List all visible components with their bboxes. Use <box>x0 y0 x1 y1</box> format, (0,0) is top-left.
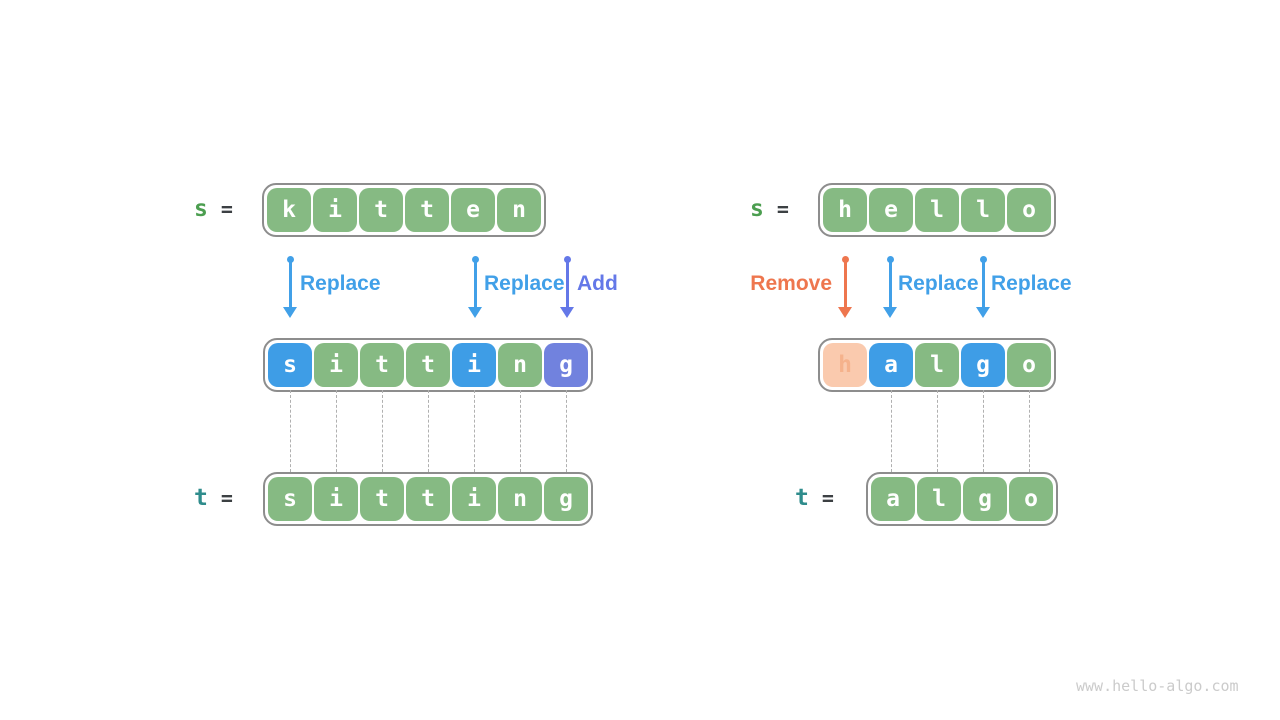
arrow-head <box>883 307 897 318</box>
connector-dash <box>566 390 567 472</box>
watermark-url: www.hello-algo.com <box>1076 677 1239 695</box>
letter-cell-i: i <box>314 477 358 521</box>
left-target-var-label: t <box>194 485 208 511</box>
letter-cell-t: t <box>405 188 449 232</box>
letter-cell-s: s <box>268 477 312 521</box>
letter-cell-o: o <box>1007 188 1051 232</box>
replace-arrow-icon <box>468 256 482 318</box>
letter-cell-i: i <box>313 188 357 232</box>
right-target-var-label: t <box>795 485 809 511</box>
letter-cell-t: t <box>406 477 450 521</box>
letter-cell-l: l <box>915 343 959 387</box>
arrow-stem <box>288 262 292 308</box>
connector-dash <box>290 390 291 472</box>
right-source-var-row: s = <box>750 196 789 222</box>
arrow-head <box>468 307 482 318</box>
arrow-head <box>976 307 990 318</box>
right-target-var-row: t = <box>795 485 834 511</box>
letter-cell-g: g <box>961 343 1005 387</box>
arrow-dot <box>841 256 849 263</box>
arrow-stem <box>473 262 477 308</box>
connector-dash <box>336 390 337 472</box>
letter-cell-g: g <box>963 477 1007 521</box>
arrow-dot <box>979 256 987 263</box>
left-op-label-replace-2: Replace <box>484 272 565 295</box>
arrow-stem <box>843 262 847 308</box>
left-source-var-row: s = <box>194 196 233 222</box>
letter-cell-g: g <box>544 477 588 521</box>
letter-cell-s: s <box>268 343 312 387</box>
letter-cell-h: h <box>823 343 867 387</box>
letter-cell-l: l <box>917 477 961 521</box>
letter-cell-h: h <box>823 188 867 232</box>
connector-dash <box>937 390 938 472</box>
replace-arrow-icon <box>283 256 297 318</box>
equals-sign: = <box>220 197 233 221</box>
letter-cell-e: e <box>869 188 913 232</box>
replace-arrow-icon <box>883 256 897 318</box>
add-arrow-icon <box>560 256 574 318</box>
arrow-dot <box>471 256 479 263</box>
connector-dash <box>382 390 383 472</box>
right-op-label-remove: Remove <box>750 272 832 295</box>
letter-cell-o: o <box>1009 477 1053 521</box>
letter-cell-n: n <box>498 477 542 521</box>
connector-dash <box>983 390 984 472</box>
connector-dash <box>474 390 475 472</box>
connector-dash <box>520 390 521 472</box>
letter-cell-l: l <box>961 188 1005 232</box>
letter-cell-o: o <box>1007 343 1051 387</box>
arrow-head <box>560 307 574 318</box>
remove-arrow-icon <box>838 256 852 318</box>
letter-cell-t: t <box>359 188 403 232</box>
letter-cell-a: a <box>871 477 915 521</box>
equals-sign: = <box>220 486 233 510</box>
letter-cell-e: e <box>451 188 495 232</box>
arrow-stem <box>565 262 569 308</box>
letter-cell-n: n <box>497 188 541 232</box>
left-op-label-replace-1: Replace <box>300 272 381 295</box>
left-op-label-add: Add <box>577 272 618 295</box>
letter-cell-i: i <box>314 343 358 387</box>
connector-dash <box>428 390 429 472</box>
left-target-var-row: t = <box>194 485 233 511</box>
left-source-var-label: s <box>194 196 208 222</box>
arrow-dot <box>286 256 294 263</box>
letter-cell-t: t <box>406 343 450 387</box>
replace-arrow-icon <box>976 256 990 318</box>
right-op-label-replace-2: Replace <box>991 272 1072 295</box>
arrow-head <box>283 307 297 318</box>
connector-dash <box>1029 390 1030 472</box>
letter-cell-k: k <box>267 188 311 232</box>
arrow-stem <box>981 262 985 308</box>
equals-sign: = <box>821 486 834 510</box>
letter-cell-t: t <box>360 343 404 387</box>
equals-sign: = <box>776 197 789 221</box>
connector-dash <box>891 390 892 472</box>
arrow-dot <box>886 256 894 263</box>
arrow-head <box>838 307 852 318</box>
arrow-stem <box>888 262 892 308</box>
letter-cell-n: n <box>498 343 542 387</box>
letter-cell-a: a <box>869 343 913 387</box>
right-source-var-label: s <box>750 196 764 222</box>
right-op-label-replace-1: Replace <box>898 272 979 295</box>
letter-cell-i: i <box>452 477 496 521</box>
letter-cell-t: t <box>360 477 404 521</box>
arrow-dot <box>563 256 571 263</box>
letter-cell-l: l <box>915 188 959 232</box>
letter-cell-g: g <box>544 343 588 387</box>
letter-cell-i: i <box>452 343 496 387</box>
